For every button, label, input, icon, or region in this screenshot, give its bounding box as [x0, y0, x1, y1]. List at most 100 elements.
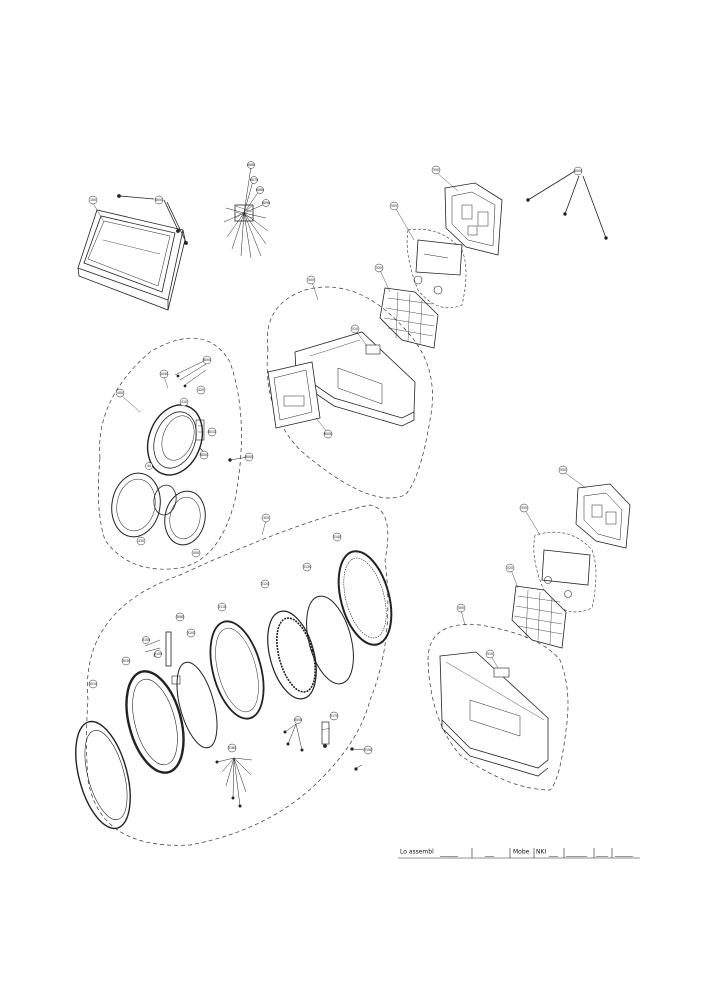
title-field-4: Mobe: [513, 849, 530, 856]
callout-screw-front: 3190: [363, 745, 373, 755]
callout-pcb-main-lower: 555: [519, 503, 529, 513]
callout-top-cover: 100: [88, 195, 98, 205]
callout-front-frame: 3010: [88, 679, 98, 689]
svg-text:3100: 3100: [187, 631, 195, 635]
door-hinge-parts: [174, 359, 249, 462]
svg-text:520: 520: [507, 566, 513, 570]
title-field-7: _______: [565, 851, 588, 858]
knob-holder-lower: [511, 585, 567, 649]
callout-right-screws: 6000: [573, 166, 583, 176]
callout-door-lower-screw: 6000: [244, 452, 254, 462]
callout-display-window-lower: 510: [485, 649, 495, 659]
door-inner-ring: [111, 472, 161, 538]
switch-assembly: [321, 721, 331, 748]
svg-text:3150: 3150: [142, 638, 150, 642]
callout-knob-holder-upper: 520: [374, 263, 384, 273]
door-glass: [164, 490, 206, 546]
callout-switch-assy: 3170: [329, 711, 339, 721]
callout-harness-1: 6060: [247, 161, 255, 169]
callout-screw-panel: 6000: [323, 429, 333, 439]
svg-text:3140: 3140: [333, 535, 341, 539]
callout-door-hinge: 420: [196, 385, 206, 395]
callout-harness-front: 3180: [227, 743, 237, 753]
svg-text:3030: 3030: [122, 659, 130, 663]
svg-text:550: 550: [433, 168, 439, 172]
callout-door-frame-inner: 410: [179, 397, 189, 407]
callout-cabinet-front: 3130: [302, 562, 312, 572]
callout-door-inner-ring: 430: [136, 536, 146, 546]
callout-door-hinge-screw: 1040: [159, 369, 169, 379]
svg-text:420: 420: [198, 388, 204, 392]
knob-holder-upper: [379, 287, 439, 349]
svg-text:6010: 6010: [208, 430, 216, 434]
callout-layer: 100 6000 6060 6070 6080 6090 550 555 520…: [88, 161, 583, 755]
svg-text:400: 400: [117, 391, 123, 395]
front-frame-ring: [75, 720, 131, 830]
control-panel-group-outline: [266, 286, 433, 499]
pcb-upper-group: [406, 228, 467, 309]
svg-text:1040: 1040: [160, 372, 168, 376]
callout-clamp-large: 3110: [217, 602, 227, 612]
door-group-outline: [98, 337, 242, 570]
svg-text:6070: 6070: [250, 178, 258, 182]
callout-tub-front-assy: 300: [261, 513, 271, 523]
callout-wire-screws: 6000: [294, 716, 302, 724]
svg-text:555: 555: [521, 506, 527, 510]
callout-hinge-screw: 3150: [142, 636, 150, 644]
callout-hinge-pin: 3080: [175, 612, 185, 622]
callout-pcb-bracket-lower: 550: [558, 465, 568, 475]
title-block: Lo assembl ______ ___ Mobe NKI ___ _____…: [398, 848, 640, 859]
svg-text:6000: 6000: [294, 718, 302, 722]
callout-door-glass-label: 44: [145, 462, 153, 470]
callout-door-group-screws: 6000: [202, 355, 212, 365]
leader-lines: [92, 171, 587, 669]
svg-text:510: 510: [487, 652, 493, 656]
callout-control-panel-assy: 500: [306, 275, 316, 285]
harness-star: [223, 166, 269, 259]
svg-text:3170: 3170: [330, 714, 338, 718]
top-cover: [77, 209, 186, 311]
svg-text:3080: 3080: [176, 615, 184, 619]
hinge-and-lock: [144, 631, 181, 685]
tub-front-group-outline: [86, 504, 389, 846]
svg-text:555: 555: [391, 204, 397, 208]
svg-text:550: 550: [560, 468, 566, 472]
callout-ring-inner: 3140: [332, 532, 342, 542]
svg-text:510: 510: [352, 327, 358, 331]
svg-text:6080: 6080: [256, 188, 264, 192]
svg-text:3120: 3120: [261, 582, 269, 586]
svg-text:520: 520: [376, 266, 382, 270]
callout-door-gasket: 3100: [186, 628, 196, 638]
svg-text:6090: 6090: [262, 201, 270, 205]
callout-pcb-main-upper: 555: [389, 201, 399, 211]
callout-gasket-ring: 3030: [121, 656, 131, 666]
title-field-2: ______: [439, 851, 459, 858]
svg-text:100: 100: [90, 198, 96, 202]
svg-text:500: 500: [458, 606, 464, 610]
svg-text:6000: 6000: [200, 453, 208, 457]
svg-text:6000: 6000: [324, 432, 332, 436]
svg-text:410: 410: [181, 400, 187, 404]
callout-pcb-bracket-upper: 550: [431, 165, 441, 175]
svg-text:6060: 6060: [247, 163, 255, 167]
callout-door-rim-screw: 6000: [199, 450, 209, 460]
front-harness: [215, 757, 253, 808]
svg-text:430: 430: [138, 539, 144, 543]
top-cover-screws: [117, 194, 188, 245]
screw-front: [350, 747, 366, 771]
svg-text:500: 500: [308, 278, 314, 282]
door-cover: [153, 484, 177, 516]
callout-hinge-cover: 3150: [154, 650, 162, 658]
clamp-ring-large: [306, 595, 354, 685]
door-outer-ring: [146, 404, 204, 476]
svg-text:6000: 6000: [203, 358, 211, 362]
svg-text:6000: 6000: [155, 198, 163, 202]
callout-door-lock: 6010: [207, 427, 217, 437]
right-screws: [526, 170, 608, 240]
svg-text:3130: 3130: [303, 565, 311, 569]
title-field-3: ___: [484, 851, 495, 858]
svg-text:3150: 3150: [154, 652, 162, 656]
pcb-bracket-upper: [444, 182, 503, 256]
callout-control-panel-lower: 500: [456, 603, 466, 613]
